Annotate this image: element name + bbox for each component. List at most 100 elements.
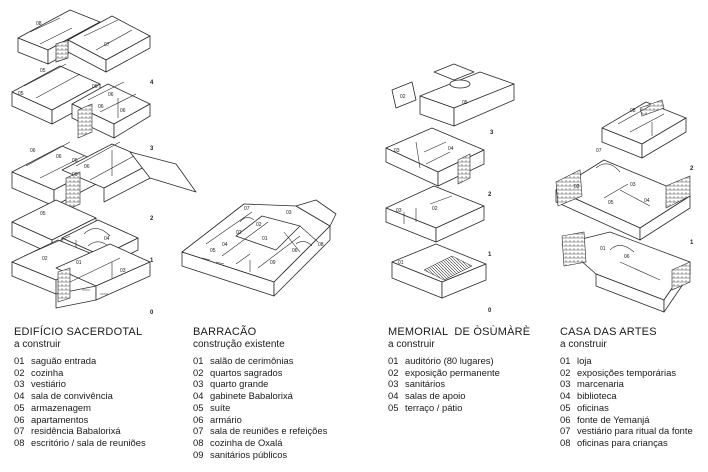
- legend-title: BARRACÃO: [193, 326, 257, 338]
- svg-text:03: 03: [286, 210, 292, 216]
- svg-text:06: 06: [624, 254, 630, 260]
- svg-text:3: 3: [150, 146, 154, 152]
- svg-text:0: 0: [488, 308, 492, 314]
- svg-text:04: 04: [644, 198, 650, 204]
- svg-text:01: 01: [600, 246, 606, 252]
- casa-axonometric: 08 07 02 03 05 04 01 06 2 1: [555, 99, 694, 313]
- svg-text:06: 06: [72, 158, 78, 164]
- memorial-axonometric: 02 05 03 04 03 02 01 3 2 1 0: [385, 63, 515, 314]
- svg-text:06: 06: [84, 164, 90, 170]
- casa-level-1: [555, 159, 691, 241]
- barracao-room-labels: 07 03 01 02 04 05 06 09 08 02: [210, 206, 324, 266]
- sacerdotal-level-2: [11, 141, 197, 211]
- svg-text:05: 05: [40, 68, 46, 74]
- casa-room-labels: 08 07 02 03 05 04 01 06: [574, 108, 650, 260]
- svg-text:03: 03: [120, 268, 126, 274]
- svg-text:02: 02: [256, 222, 262, 228]
- svg-text:05: 05: [18, 91, 24, 97]
- svg-text:1: 1: [488, 252, 492, 258]
- svg-text:02: 02: [432, 206, 438, 212]
- memorial-level-1: [385, 185, 485, 243]
- memorial-level-3: [391, 63, 515, 127]
- memorial-level-0: [391, 243, 487, 299]
- legend-subtitle: a construir: [388, 339, 435, 350]
- svg-text:08: 08: [630, 108, 636, 114]
- legend-title: EDIFÍCIO SACERDOTAL: [14, 326, 143, 338]
- memorial-room-labels: 02 05 03 04 03 02 01: [394, 94, 468, 266]
- svg-text:05: 05: [40, 211, 46, 217]
- svg-text:05: 05: [462, 100, 468, 106]
- svg-text:07: 07: [596, 148, 602, 154]
- legend-title: MEMORIAL DE ÒSÙMÀRÈ: [388, 326, 531, 338]
- svg-text:02: 02: [42, 256, 48, 262]
- svg-text:06: 06: [98, 104, 104, 110]
- svg-text:04: 04: [222, 242, 228, 248]
- svg-text:06: 06: [292, 248, 298, 254]
- svg-text:02: 02: [400, 94, 406, 100]
- memorial-level-labels: 3 2 1 0: [488, 130, 494, 314]
- sacerdotal-level-3: [11, 63, 151, 139]
- svg-text:09: 09: [270, 260, 276, 266]
- svg-text:4: 4: [150, 80, 154, 86]
- svg-text:06: 06: [56, 154, 62, 160]
- svg-text:06: 06: [108, 92, 114, 98]
- svg-text:05: 05: [210, 248, 216, 254]
- svg-text:2: 2: [150, 216, 154, 222]
- svg-text:02: 02: [236, 230, 242, 236]
- svg-text:0: 0: [150, 310, 154, 316]
- svg-text:01: 01: [76, 260, 82, 266]
- legend-title: CASA DAS ARTES: [560, 326, 657, 338]
- svg-text:1: 1: [150, 258, 154, 264]
- casa-level-0: [561, 231, 691, 313]
- legend-subtitle: construção existente: [193, 339, 285, 350]
- axonometric-drawings: 08 07 05 05 06 06 06 06 06 06 06 06 06 0…: [11, 9, 694, 316]
- svg-text:06: 06: [72, 172, 78, 178]
- sacerdotal-room-labels: 08 07 05 05 06 06 06 06 06 06 06 06 06 0…: [18, 21, 126, 274]
- barracao-axonometric: 07 03 01 02 04 05 06 09 08 02: [181, 199, 337, 297]
- sacerdotal-level-0: [11, 235, 151, 309]
- svg-text:04: 04: [104, 236, 110, 242]
- svg-text:3: 3: [490, 130, 494, 136]
- svg-text:1: 1: [690, 240, 694, 246]
- svg-text:03: 03: [630, 182, 636, 188]
- casa-level-2: [601, 99, 687, 159]
- svg-text:04: 04: [448, 146, 454, 152]
- legend-subtitle: a construir: [14, 339, 61, 350]
- memorial-level-2: [385, 127, 485, 187]
- legend-subtitle: a construir: [560, 339, 607, 350]
- svg-text:06: 06: [120, 108, 126, 114]
